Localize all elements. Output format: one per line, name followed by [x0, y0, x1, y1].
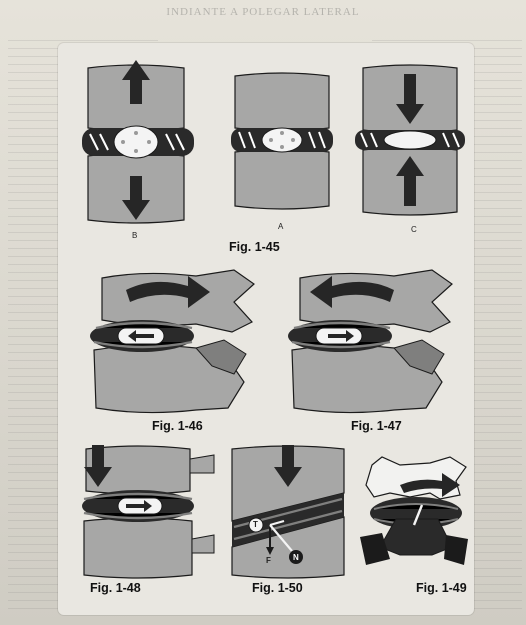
transverse-process-right: [444, 535, 468, 565]
caption-fig-1-49: Fig. 1-49: [416, 581, 467, 595]
figure-1-48: [68, 443, 218, 583]
nucleus-pulposus: [114, 126, 158, 158]
upper-vertebral-body: [235, 73, 329, 131]
figure-1-47: [282, 262, 460, 422]
label-t: T: [253, 520, 258, 529]
spinous-process-lower: [192, 535, 214, 553]
figure-1-45-b: [78, 58, 198, 228]
figure-1-50: [226, 443, 350, 583]
label-a: A: [278, 222, 283, 231]
nucleus-pulposus: [384, 131, 436, 149]
lower-vertebral-body: [84, 518, 192, 578]
page-header: INDIANTE A POLEGAR LATERAL: [0, 6, 526, 18]
caption-fig-1-46: Fig. 1-46: [152, 419, 203, 433]
caption-fig-1-47: Fig. 1-47: [351, 419, 402, 433]
label-f: F: [266, 556, 271, 565]
figure-1-46: [84, 262, 262, 422]
spinous-process-upper: [190, 455, 214, 473]
label-n: N: [293, 553, 299, 562]
caption-fig-1-50: Fig. 1-50: [252, 581, 303, 595]
figure-1-45-a: [227, 68, 337, 218]
lower-vertebral-body: [235, 149, 329, 209]
caption-fig-1-48: Fig. 1-48: [90, 581, 141, 595]
label-b: B: [132, 231, 137, 240]
caption-fig-1-45: Fig. 1-45: [229, 240, 280, 254]
figure-1-49: [360, 455, 470, 585]
upper-vertebra-oblique: [366, 457, 466, 499]
label-c: C: [411, 225, 417, 234]
figure-1-45-c: [355, 60, 465, 220]
